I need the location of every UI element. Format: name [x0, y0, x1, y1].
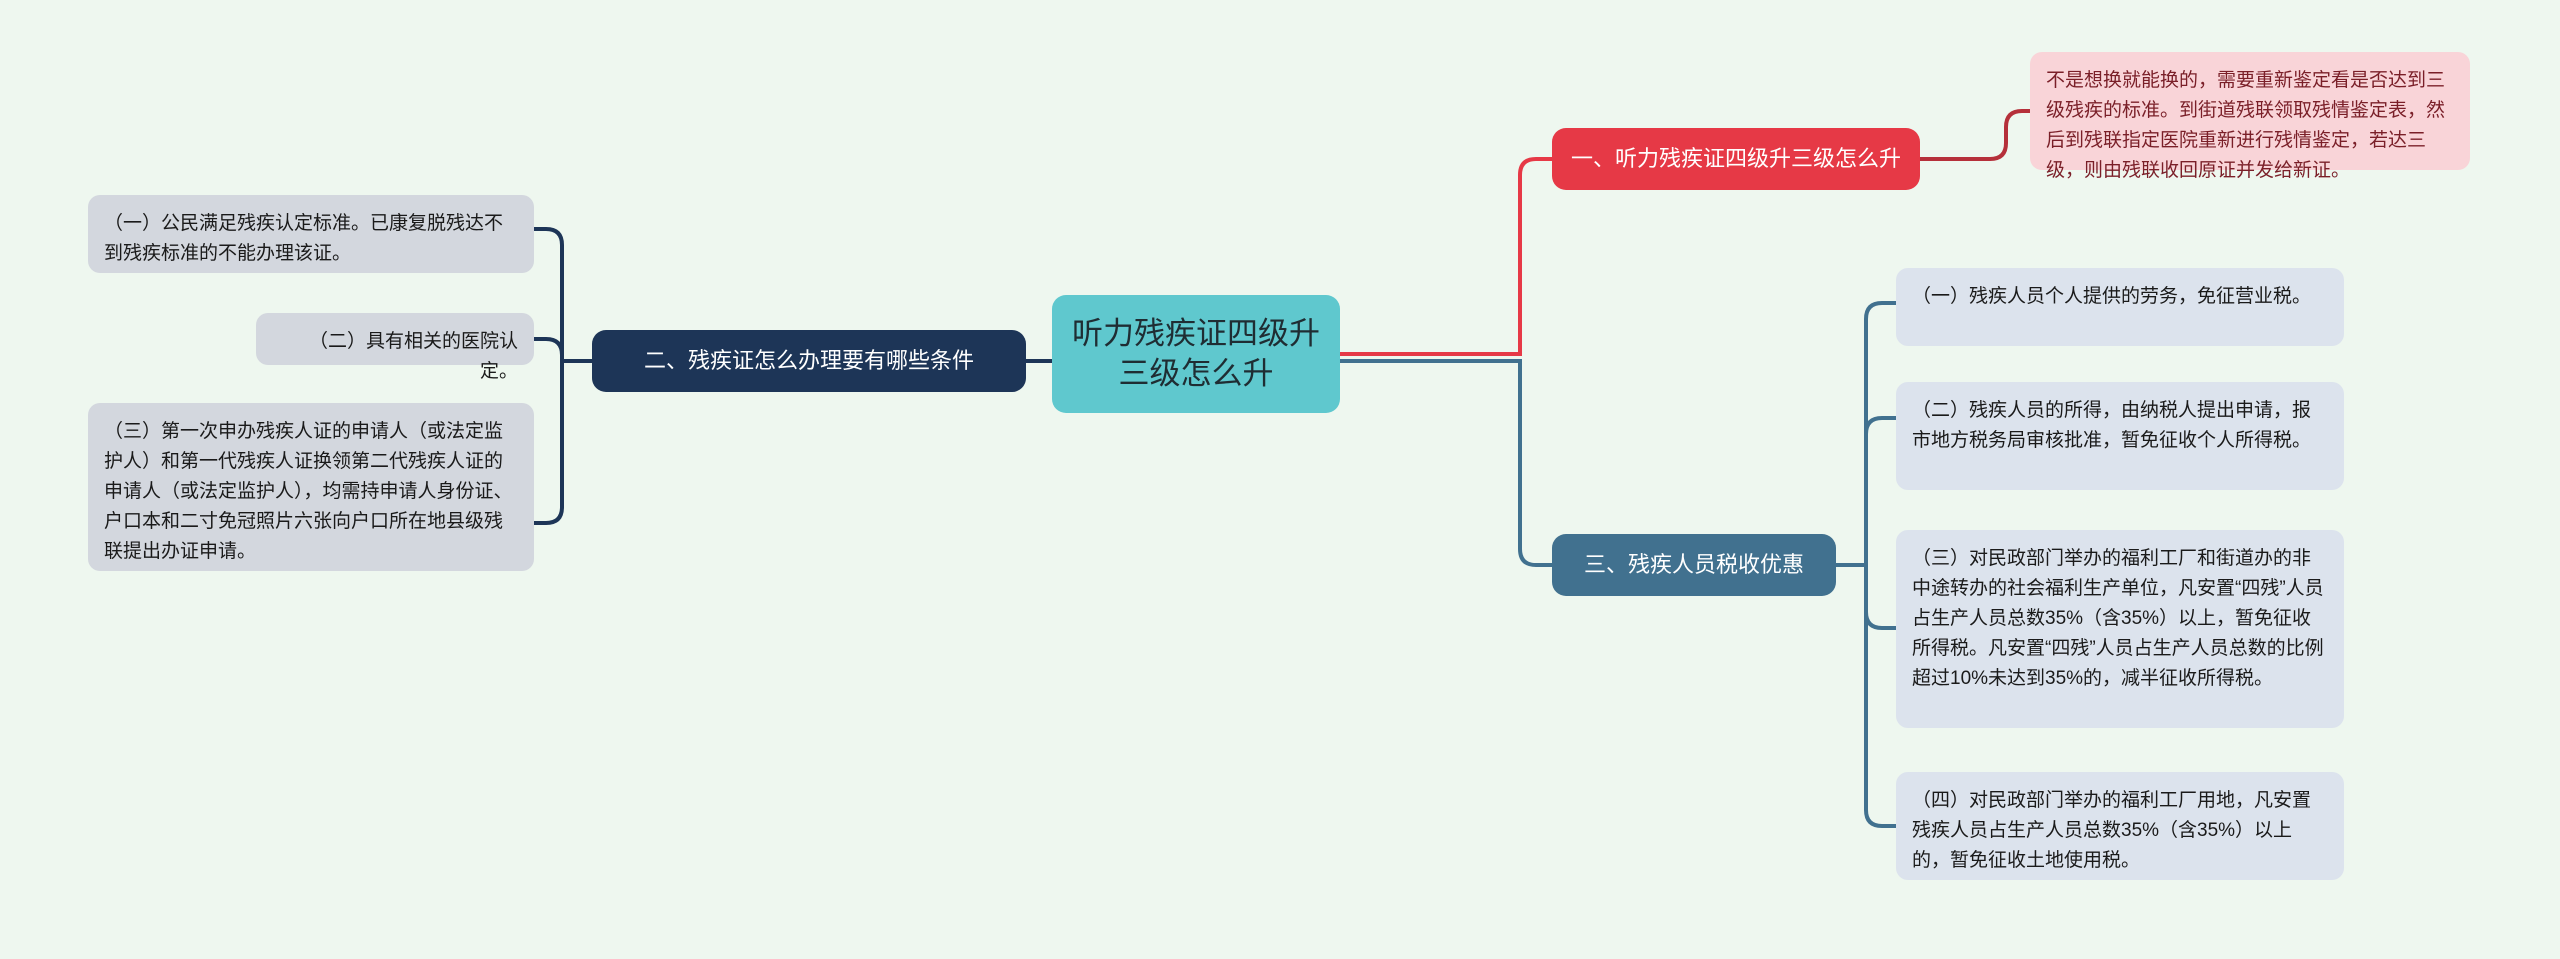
branch-node-2-label: 二、残疾证怎么办理要有哪些条件 — [643, 348, 974, 373]
leaf-node-branch-2-item-3-text: （三）第一次申办残疾人证的申请人（或法定监护人）和第一代残疾人证换领第二代残疾人… — [104, 421, 513, 562]
leaf-node-branch-2-item-3[interactable]: （三）第一次申办残疾人证的申请人（或法定监护人）和第一代残疾人证换领第二代残疾人… — [88, 403, 534, 571]
leaf-node-branch-3-item-4[interactable]: （四）对民政部门举办的福利工厂用地，凡安置残疾人员占生产人员总数35%（含35%… — [1896, 772, 2344, 880]
connector-root-to-branch-3 — [1338, 359, 1554, 567]
leaf-node-branch-3-item-2-text: （二）残疾人员的所得，由纳税人提出申请，报市地方税务局审核批准，暂免征收个人所得… — [1912, 400, 2312, 451]
leaf-node-branch-3-item-2[interactable]: （二）残疾人员的所得，由纳税人提出申请，报市地方税务局审核批准，暂免征收个人所得… — [1896, 382, 2344, 490]
connector-branch-2-to-item-2 — [532, 337, 564, 363]
connector-branch-1-to-item-1 — [1918, 109, 2032, 161]
branch-node-1-label: 一、听力残疾证四级升三级怎么升 — [1570, 146, 1901, 171]
branch-node-3-label: 三、残疾人员税收优惠 — [1583, 552, 1804, 577]
leaf-node-branch-2-item-2[interactable]: （二）具有相关的医院认定。 — [256, 313, 534, 382]
leaf-node-branch-3-item-3-text: （三）对民政部门举办的福利工厂和街道办的非中途转办的社会福利生产单位，凡安置“四… — [1912, 548, 2324, 689]
leaf-node-branch-2-item-2-text: （二）具有相关的医院认定。 — [308, 331, 518, 382]
leaf-node-branch-1-item-1-text: 不是想换就能换的，需要重新鉴定看是否达到三级残疾的标准。到街道残联领取残情鉴定表… — [2046, 70, 2446, 181]
connector-root-to-branch-1 — [1338, 157, 1554, 356]
leaf-node-branch-3-item-1-text: （一）残疾人员个人提供的劳务，免征营业税。 — [1912, 286, 2312, 307]
connector-branch-3-to-item-3 — [1864, 563, 1898, 630]
leaf-node-branch-2-item-1[interactable]: （一）公民满足残疾认定标准。已康复脱残达不到残疾标准的不能办理该证。 — [88, 195, 534, 273]
branch-node-3[interactable]: 三、残疾人员税收优惠 — [1552, 534, 1836, 596]
leaf-node-branch-3-item-4-text: （四）对民政部门举办的福利工厂用地，凡安置残疾人员占生产人员总数35%（含35%… — [1912, 790, 2312, 871]
root-node[interactable]: 听力残疾证四级升三级怎么升 — [1052, 295, 1340, 413]
leaf-node-branch-1-item-1[interactable]: 不是想换就能换的，需要重新鉴定看是否达到三级残疾的标准。到街道残联领取残情鉴定表… — [2030, 52, 2470, 181]
connector-branch-2-to-item-3 — [532, 359, 564, 525]
connector-branch-3-to-item-1 — [1864, 301, 1898, 567]
leaf-node-branch-3-item-1[interactable]: （一）残疾人员个人提供的劳务，免征营业税。 — [1896, 268, 2344, 346]
connector-branch-2-to-item-1 — [532, 227, 564, 363]
connector-branch-3-to-item-4 — [1864, 563, 1898, 828]
leaf-node-branch-2-item-1-text: （一）公民满足残疾认定标准。已康复脱残达不到残疾标准的不能办理该证。 — [104, 213, 504, 264]
leaf-node-branch-3-item-3[interactable]: （三）对民政部门举办的福利工厂和街道办的非中途转办的社会福利生产单位，凡安置“四… — [1896, 530, 2344, 728]
branch-node-2[interactable]: 二、残疾证怎么办理要有哪些条件 — [592, 330, 1026, 392]
root-node-label: 听力残疾证四级升三级怎么升 — [1072, 316, 1320, 391]
connector-branch-3-to-item-2 — [1864, 416, 1898, 567]
branch-node-1[interactable]: 一、听力残疾证四级升三级怎么升 — [1552, 128, 1920, 190]
